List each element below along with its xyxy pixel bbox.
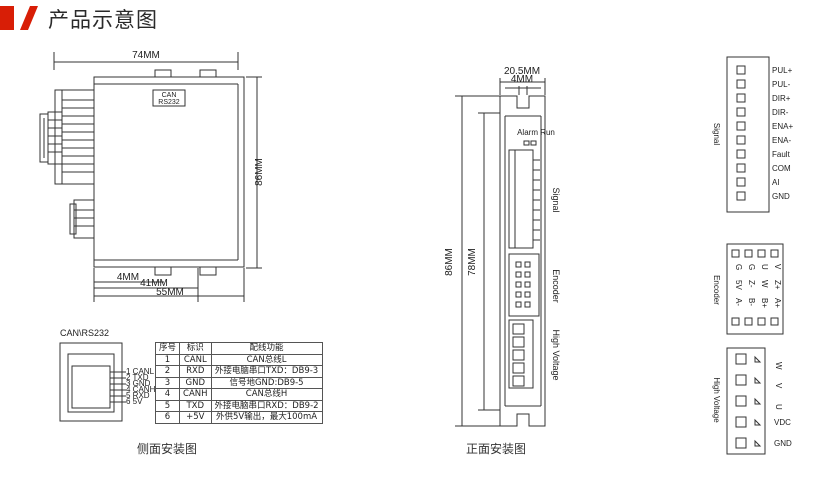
table-header-cell: 序号 bbox=[154, 342, 181, 355]
signal-pin-7: COM bbox=[772, 164, 791, 173]
connector-pin-6: 6 5V bbox=[126, 397, 143, 406]
front-encoder-label: Encoder bbox=[551, 269, 561, 303]
table-row: 4 CANH CAN总线H bbox=[154, 388, 323, 401]
table-cell: CAN总线H bbox=[210, 388, 323, 401]
table-row: 1 CANL CAN总线L bbox=[154, 353, 323, 366]
front-view-caption: 正面安装图 bbox=[466, 442, 527, 456]
header-bar: 产品示意图 bbox=[0, 0, 815, 36]
signal-pin-6: Fault bbox=[772, 150, 791, 159]
signal-terminal-drawing bbox=[726, 56, 770, 213]
side-port-label-1: CAN bbox=[162, 92, 177, 99]
enc-right2-2: A+ bbox=[773, 298, 782, 308]
table-row: 5 TXD 外接电脑串口RXD：DB9-2 bbox=[154, 399, 323, 412]
side-dim-4: 4MM bbox=[117, 272, 139, 283]
side-view-drawing bbox=[39, 52, 262, 302]
front-dim-slot: 4MM bbox=[511, 74, 533, 85]
side-dim-55: 55MM bbox=[156, 287, 184, 298]
hv-pin-1: V bbox=[774, 383, 783, 389]
enc-left2-0: G bbox=[747, 264, 756, 270]
side-dim-height: 86MM bbox=[254, 158, 265, 186]
pin-function-table: 序号 标识 配线功能 1 CANL CAN总线L 2 RXD 外接电脑串口TXD… bbox=[154, 342, 323, 424]
enc-left2-1: Z- bbox=[747, 280, 756, 288]
table-cell: 2 bbox=[154, 365, 181, 378]
signal-pin-1: PUL- bbox=[772, 80, 791, 89]
connector-pin-5: 5 RXD bbox=[126, 391, 150, 400]
side-port-label-2: RS232 bbox=[158, 99, 180, 106]
table-header-cell: 配线功能 bbox=[210, 342, 323, 355]
signal-pin-9: GND bbox=[772, 192, 790, 201]
connector-title: CAN\RS232 bbox=[60, 328, 109, 338]
signal-terminal-label: Signal bbox=[712, 123, 721, 145]
encoder-terminal-drawing bbox=[726, 243, 784, 335]
enc-left-1: 5V bbox=[734, 280, 743, 290]
signal-pin-5: ENA- bbox=[772, 136, 791, 145]
table-row: 3 GND 信号地GND:DB9-5 bbox=[154, 376, 323, 389]
table-cell: RXD bbox=[179, 365, 212, 378]
rj-connector-drawing bbox=[59, 342, 126, 422]
hv-pin-4: GND bbox=[774, 439, 792, 448]
hv-terminal-drawing bbox=[726, 347, 766, 455]
connector-pin-1: 1 CANL bbox=[126, 367, 155, 376]
table-cell: +5V bbox=[179, 411, 212, 424]
signal-pin-2: DIR+ bbox=[772, 94, 791, 103]
enc-right-0: U bbox=[760, 264, 769, 270]
front-dim-inner: 78MM bbox=[467, 248, 478, 276]
side-dim-width: 74MM bbox=[132, 50, 160, 61]
table-cell: TXD bbox=[179, 399, 212, 412]
accent-bar bbox=[0, 6, 14, 30]
enc-left-2: A- bbox=[734, 298, 743, 306]
signal-pin-3: DIR- bbox=[772, 108, 789, 117]
hv-pin-3: VDC bbox=[774, 418, 791, 427]
table-row: 6 +5V 外供5V输出，最大100mA bbox=[154, 411, 323, 424]
front-signal-label: Signal bbox=[551, 187, 561, 212]
table-cell: 外接电脑串口TXD：DB9-3 bbox=[210, 365, 323, 378]
connector-pin-2: 2 TXD bbox=[126, 373, 149, 382]
front-view-drawing bbox=[455, 78, 546, 427]
table-cell: 外供5V输出，最大100mA bbox=[210, 411, 323, 424]
table-cell: 外接电脑串口RXD：DB9-2 bbox=[210, 399, 323, 412]
enc-right2-1: Z+ bbox=[773, 280, 782, 290]
table-cell: 5 bbox=[154, 399, 181, 412]
table-header-cell: 标识 bbox=[179, 342, 212, 355]
side-view-caption: 侧面安装图 bbox=[137, 442, 198, 456]
table-cell: GND bbox=[179, 376, 212, 389]
signal-pin-4: ENA+ bbox=[772, 122, 793, 131]
enc-right2-0: V bbox=[773, 264, 782, 270]
table-cell: 信号地GND:DB9-5 bbox=[210, 376, 323, 389]
enc-left2-2: B- bbox=[747, 298, 756, 306]
led-label: Alarm Run bbox=[517, 128, 555, 137]
table-cell: 4 bbox=[154, 388, 181, 401]
table-cell: 1 bbox=[154, 353, 181, 366]
table-header-row: 序号 标识 配线功能 bbox=[154, 342, 323, 355]
enc-right-1: W bbox=[760, 280, 769, 288]
connector-pin-4: 4 CANH bbox=[126, 385, 156, 394]
table-cell: CANH bbox=[179, 388, 212, 401]
front-hv-label: High Voltage bbox=[551, 329, 561, 380]
page-title: 产品示意图 bbox=[48, 8, 158, 32]
signal-pin-0: PUL+ bbox=[772, 66, 793, 75]
side-dim-41: 41MM bbox=[140, 278, 168, 289]
hv-terminal-label: High Voltage bbox=[712, 377, 721, 423]
connector-pin-3: 3 GND bbox=[126, 379, 151, 388]
front-dim-width: 20.5MM bbox=[504, 66, 540, 77]
enc-left-0: G bbox=[734, 264, 743, 270]
table-cell: 6 bbox=[154, 411, 181, 424]
table-cell: 3 bbox=[154, 376, 181, 389]
hv-pin-0: W bbox=[774, 362, 783, 370]
table-cell: CANL bbox=[179, 353, 212, 366]
encoder-terminal-label: Encoder bbox=[712, 275, 721, 305]
front-dim-outer: 86MM bbox=[444, 248, 455, 276]
table-cell: CAN总线L bbox=[210, 353, 323, 366]
slash-mark-icon bbox=[20, 6, 38, 30]
signal-pin-8: AI bbox=[772, 178, 780, 187]
hv-pin-2: U bbox=[774, 404, 783, 410]
table-row: 2 RXD 外接电脑串口TXD：DB9-3 bbox=[154, 365, 323, 378]
enc-right-2: B+ bbox=[760, 298, 769, 308]
